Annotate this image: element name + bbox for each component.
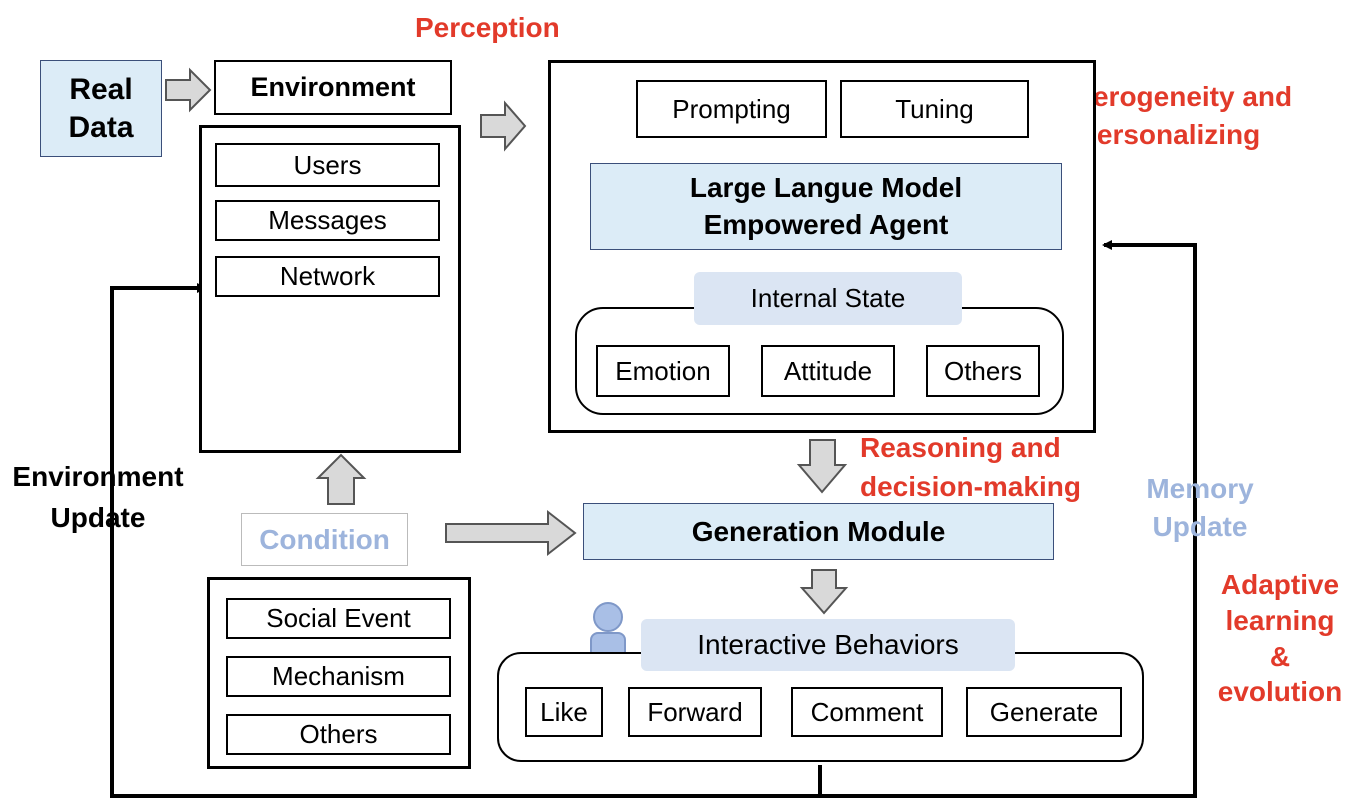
- llm-agent-label: Large Langue Model Empowered Agent: [689, 172, 963, 240]
- condition-item-label: Mechanism: [272, 661, 405, 691]
- perception-label: Perception: [415, 12, 560, 43]
- arrow-agent-generation: [796, 439, 848, 494]
- env-item-label: Users: [293, 149, 362, 180]
- condition-item-label: Social Event: [266, 603, 411, 633]
- state-attitude: Attitude: [761, 345, 895, 397]
- environment-update-line: [110, 283, 822, 798]
- memory-update-line: [820, 240, 1197, 798]
- memory-update-label: Memory Update: [1146, 473, 1254, 542]
- arrow-environment-agent: [480, 100, 527, 152]
- state-others: Others: [926, 345, 1040, 397]
- arrow-generation-behaviors: [799, 569, 849, 615]
- real-data-label: Real Data: [68, 73, 134, 144]
- condition-item-social-event: Social Event: [226, 598, 451, 639]
- behaviors-label: Interactive Behaviors: [697, 629, 959, 660]
- real-data-box: Real Data: [40, 60, 162, 157]
- behavior-like: Like: [525, 687, 603, 737]
- tuning-box: Tuning: [840, 80, 1029, 138]
- behaviors-pill: Interactive Behaviors: [641, 619, 1015, 671]
- environment-title: Environment: [250, 72, 416, 102]
- behavior-comment: Comment: [791, 687, 943, 737]
- behavior-label: Like: [540, 696, 588, 727]
- prompting-label: Prompting: [672, 93, 791, 124]
- internal-state-label: Internal State: [750, 283, 906, 313]
- adaptive-label: Adaptive learning & evolution: [1217, 569, 1343, 708]
- condition-item-label: Others: [299, 719, 378, 749]
- arrow-condition-environment: [315, 453, 367, 505]
- condition-item-others: Others: [226, 714, 451, 755]
- behavior-forward: Forward: [628, 687, 762, 737]
- env-item-messages: Messages: [215, 200, 440, 241]
- condition-box: Condition: [241, 513, 408, 566]
- state-label: Attitude: [783, 355, 873, 386]
- behavior-label: Forward: [647, 696, 743, 727]
- llm-agent-box: Large Langue Model Empowered Agent: [590, 163, 1062, 250]
- env-item-label: Network: [279, 261, 376, 291]
- env-item-users: Users: [215, 143, 440, 187]
- env-item-network: Network: [215, 256, 440, 297]
- state-label: Emotion: [615, 355, 711, 386]
- arrow-condition-generation: [445, 509, 577, 557]
- environment-title-box: Environment: [214, 60, 452, 115]
- environment-update-label: Environment Update: [12, 461, 184, 533]
- condition-label: Condition: [259, 523, 390, 555]
- reasoning-label: Reasoning and decision-making: [860, 432, 1081, 503]
- internal-state-pill: Internal State: [694, 272, 962, 325]
- condition-item-mechanism: Mechanism: [226, 656, 451, 697]
- generation-module-label: Generation Module: [691, 515, 946, 547]
- env-item-label: Messages: [268, 205, 387, 235]
- prompting-box: Prompting: [636, 80, 827, 138]
- state-label: Others: [943, 355, 1023, 386]
- tuning-label: Tuning: [895, 93, 974, 124]
- behavior-generate: Generate: [966, 687, 1122, 737]
- behavior-label: Generate: [989, 696, 1099, 727]
- arrow-realdata-environment: [165, 67, 212, 113]
- generation-module-box: Generation Module: [583, 503, 1054, 560]
- state-emotion: Emotion: [596, 345, 730, 397]
- behavior-label: Comment: [810, 696, 924, 727]
